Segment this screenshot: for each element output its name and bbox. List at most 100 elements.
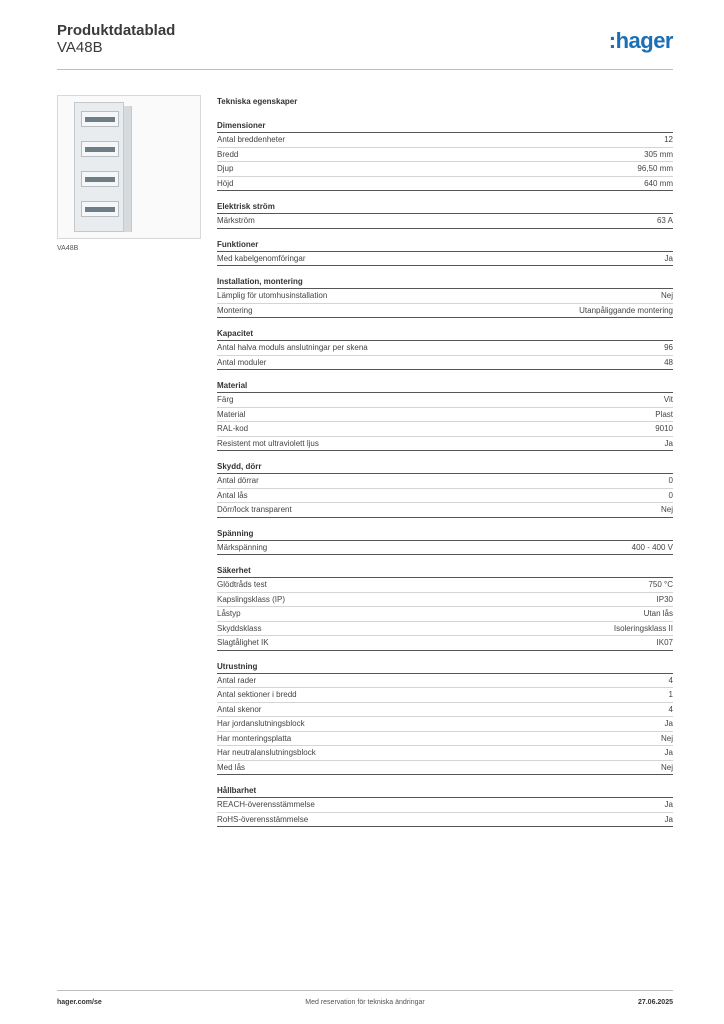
section-heading: Hållbarhet xyxy=(217,783,673,798)
page-header: Produktdatablad VA48B :hager xyxy=(57,22,674,70)
spec-value: 48 xyxy=(664,357,673,367)
section-heading: Dimensioner xyxy=(217,118,673,133)
spec-label: Märkström xyxy=(217,216,255,225)
product-code: VA48B xyxy=(57,39,103,56)
spec-label: Låstyp xyxy=(217,609,241,618)
spec-label: Antal moduler xyxy=(217,357,267,367)
spec-label: Antal halva moduls anslutningar per sken… xyxy=(217,343,368,352)
spec-row: Resistent mot ultraviolett ljus Ja xyxy=(217,437,673,451)
spec-value: 4 xyxy=(668,704,673,714)
spec-row: Lämplig för utomhusinstallation Nej xyxy=(217,289,673,304)
spec-label: Antal breddenheter xyxy=(217,135,286,144)
section-heading: Säkerhet xyxy=(217,563,673,578)
spec-label: Antal rader xyxy=(217,675,257,685)
spec-value: 0 xyxy=(668,490,673,500)
section-heading: Kapacitet xyxy=(217,326,673,341)
section-heading: Installation, montering xyxy=(217,274,673,289)
spec-row: Djup 96,50 mm xyxy=(217,162,673,177)
cabinet-illustration xyxy=(74,102,124,232)
specs-title: Tekniska egenskaper xyxy=(217,97,298,106)
spec-value: Nej xyxy=(660,505,673,514)
spec-row: Märkström 63 A xyxy=(217,214,673,229)
spec-value: 400 - 400 V xyxy=(631,542,673,552)
spec-label: Material xyxy=(217,409,246,419)
spec-row: Bredd 305 mm xyxy=(217,148,673,162)
spec-value: Ja xyxy=(664,438,673,448)
footer-date: 27.06.2025 xyxy=(637,999,673,1006)
spec-value: 63 A xyxy=(656,216,673,225)
spec-label: Djup xyxy=(217,164,234,173)
spec-label: Kapslingsklass (IP) xyxy=(217,594,286,604)
spec-label: Har monteringsplatta xyxy=(217,733,292,743)
section-heading: Material xyxy=(217,378,673,393)
spec-label: Antal dörrar xyxy=(217,476,259,485)
spec-row: Antal lås 0 xyxy=(217,489,673,503)
spec-row: Antal halva moduls anslutningar per sken… xyxy=(217,341,673,356)
spec-value: Utan lås xyxy=(643,609,673,618)
spec-label: Resistent mot ultraviolett ljus xyxy=(217,438,319,448)
spec-label: Lämplig för utomhusinstallation xyxy=(217,291,328,300)
spec-row: REACH-överensstämmelse Ja xyxy=(217,798,673,813)
spec-value: Ja xyxy=(664,719,673,728)
spec-row: Kapslingsklass (IP)IP30 xyxy=(217,593,673,607)
page-footer: hager.com/se Med reservation för teknisk… xyxy=(57,990,673,1014)
spec-value: 305 mm xyxy=(644,149,673,159)
spec-row: Slagtålighet IK IK07 xyxy=(217,636,673,651)
spec-value: Nej xyxy=(660,291,673,300)
spec-label: Bredd xyxy=(217,149,239,159)
spec-label: Har jordanslutningsblock xyxy=(217,719,305,728)
spec-label: Slagtålighet IK xyxy=(217,638,269,647)
hager-logo: :hager xyxy=(608,28,674,53)
footer-note: Med reservation för tekniska ändringar xyxy=(305,999,425,1006)
spec-row: Med lås Nej xyxy=(217,761,673,775)
document-title: Produktdatablad xyxy=(57,22,176,39)
spec-value: IK07 xyxy=(656,638,673,647)
section-heading: Spänning xyxy=(217,526,673,541)
spec-label: Har neutralanslutningsblock xyxy=(217,748,316,757)
spec-value: 9010 xyxy=(655,424,673,433)
spec-label: Med lås xyxy=(217,762,246,772)
spec-label: RAL-kod xyxy=(217,424,249,433)
spec-value: Nej xyxy=(660,762,673,772)
spec-row: Låstyp Utan lås xyxy=(217,607,673,622)
section-heading: Skydd, dörr xyxy=(217,459,673,474)
cabinet-side xyxy=(124,106,132,232)
spec-label: Höjd xyxy=(217,178,234,188)
section-heading: Elektrisk ström xyxy=(217,199,673,214)
spec-label: Skyddsklass xyxy=(217,623,262,633)
spec-value: 96,50 mm xyxy=(637,164,673,173)
spec-value: 750 °C xyxy=(648,580,673,589)
spec-value: 0 xyxy=(668,476,673,485)
spec-label: RoHS-överensstämmelse xyxy=(217,814,309,824)
spec-value: 1 xyxy=(668,690,673,699)
spec-value: Ja xyxy=(664,800,673,809)
spec-label: Montering xyxy=(217,305,253,315)
spec-label: Antal lås xyxy=(217,490,248,500)
spec-label: REACH-överensstämmelse xyxy=(217,800,315,809)
product-image xyxy=(57,95,201,239)
footer-website: hager.com/se xyxy=(57,999,102,1006)
spec-row: Har jordanslutningsblock Ja xyxy=(217,717,673,732)
